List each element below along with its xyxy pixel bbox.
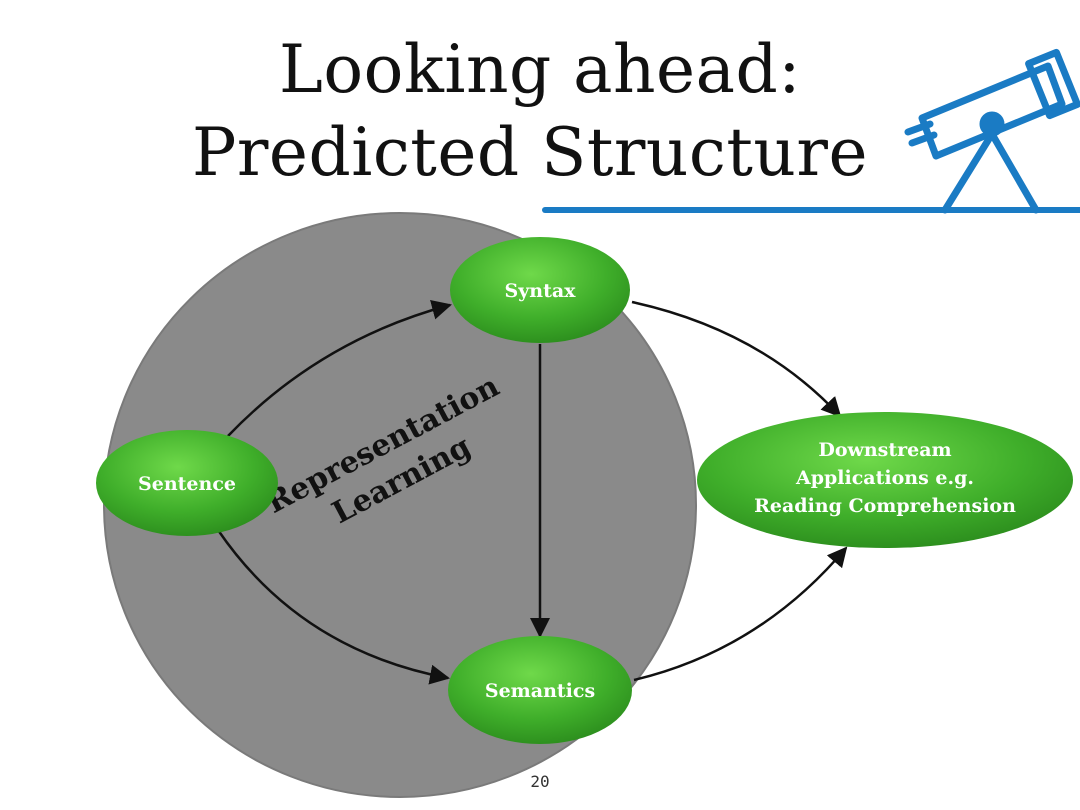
node-syntax: Syntax bbox=[450, 237, 630, 343]
node-sentence: Sentence bbox=[96, 430, 278, 536]
slide-title-line-2: Predicted Structure bbox=[191, 114, 869, 191]
arrow-semantics-to-downstream bbox=[633, 546, 848, 682]
slide-title-line-1: Looking ahead: bbox=[279, 31, 801, 108]
node-semantics: Semantics bbox=[448, 636, 632, 744]
node-downstream: Downstream Applications e.g. Reading Com… bbox=[697, 412, 1073, 548]
arrow-syntax-to-downstream bbox=[631, 300, 842, 418]
node-syntax-label: Syntax bbox=[505, 280, 577, 302]
telescope-icon bbox=[542, 48, 1080, 214]
node-downstream-label-2: Applications e.g. bbox=[795, 467, 974, 489]
arrow-sentence-to-semantics bbox=[216, 529, 450, 685]
arrow-sentence-to-syntax bbox=[227, 300, 452, 437]
page-number: 20 bbox=[530, 772, 550, 791]
node-downstream-label-3: Reading Comprehension bbox=[754, 495, 1016, 517]
node-downstream-label-1: Downstream bbox=[818, 439, 951, 461]
node-sentence-label: Sentence bbox=[138, 473, 236, 495]
node-semantics-label: Semantics bbox=[485, 680, 595, 702]
edges bbox=[216, 300, 848, 685]
